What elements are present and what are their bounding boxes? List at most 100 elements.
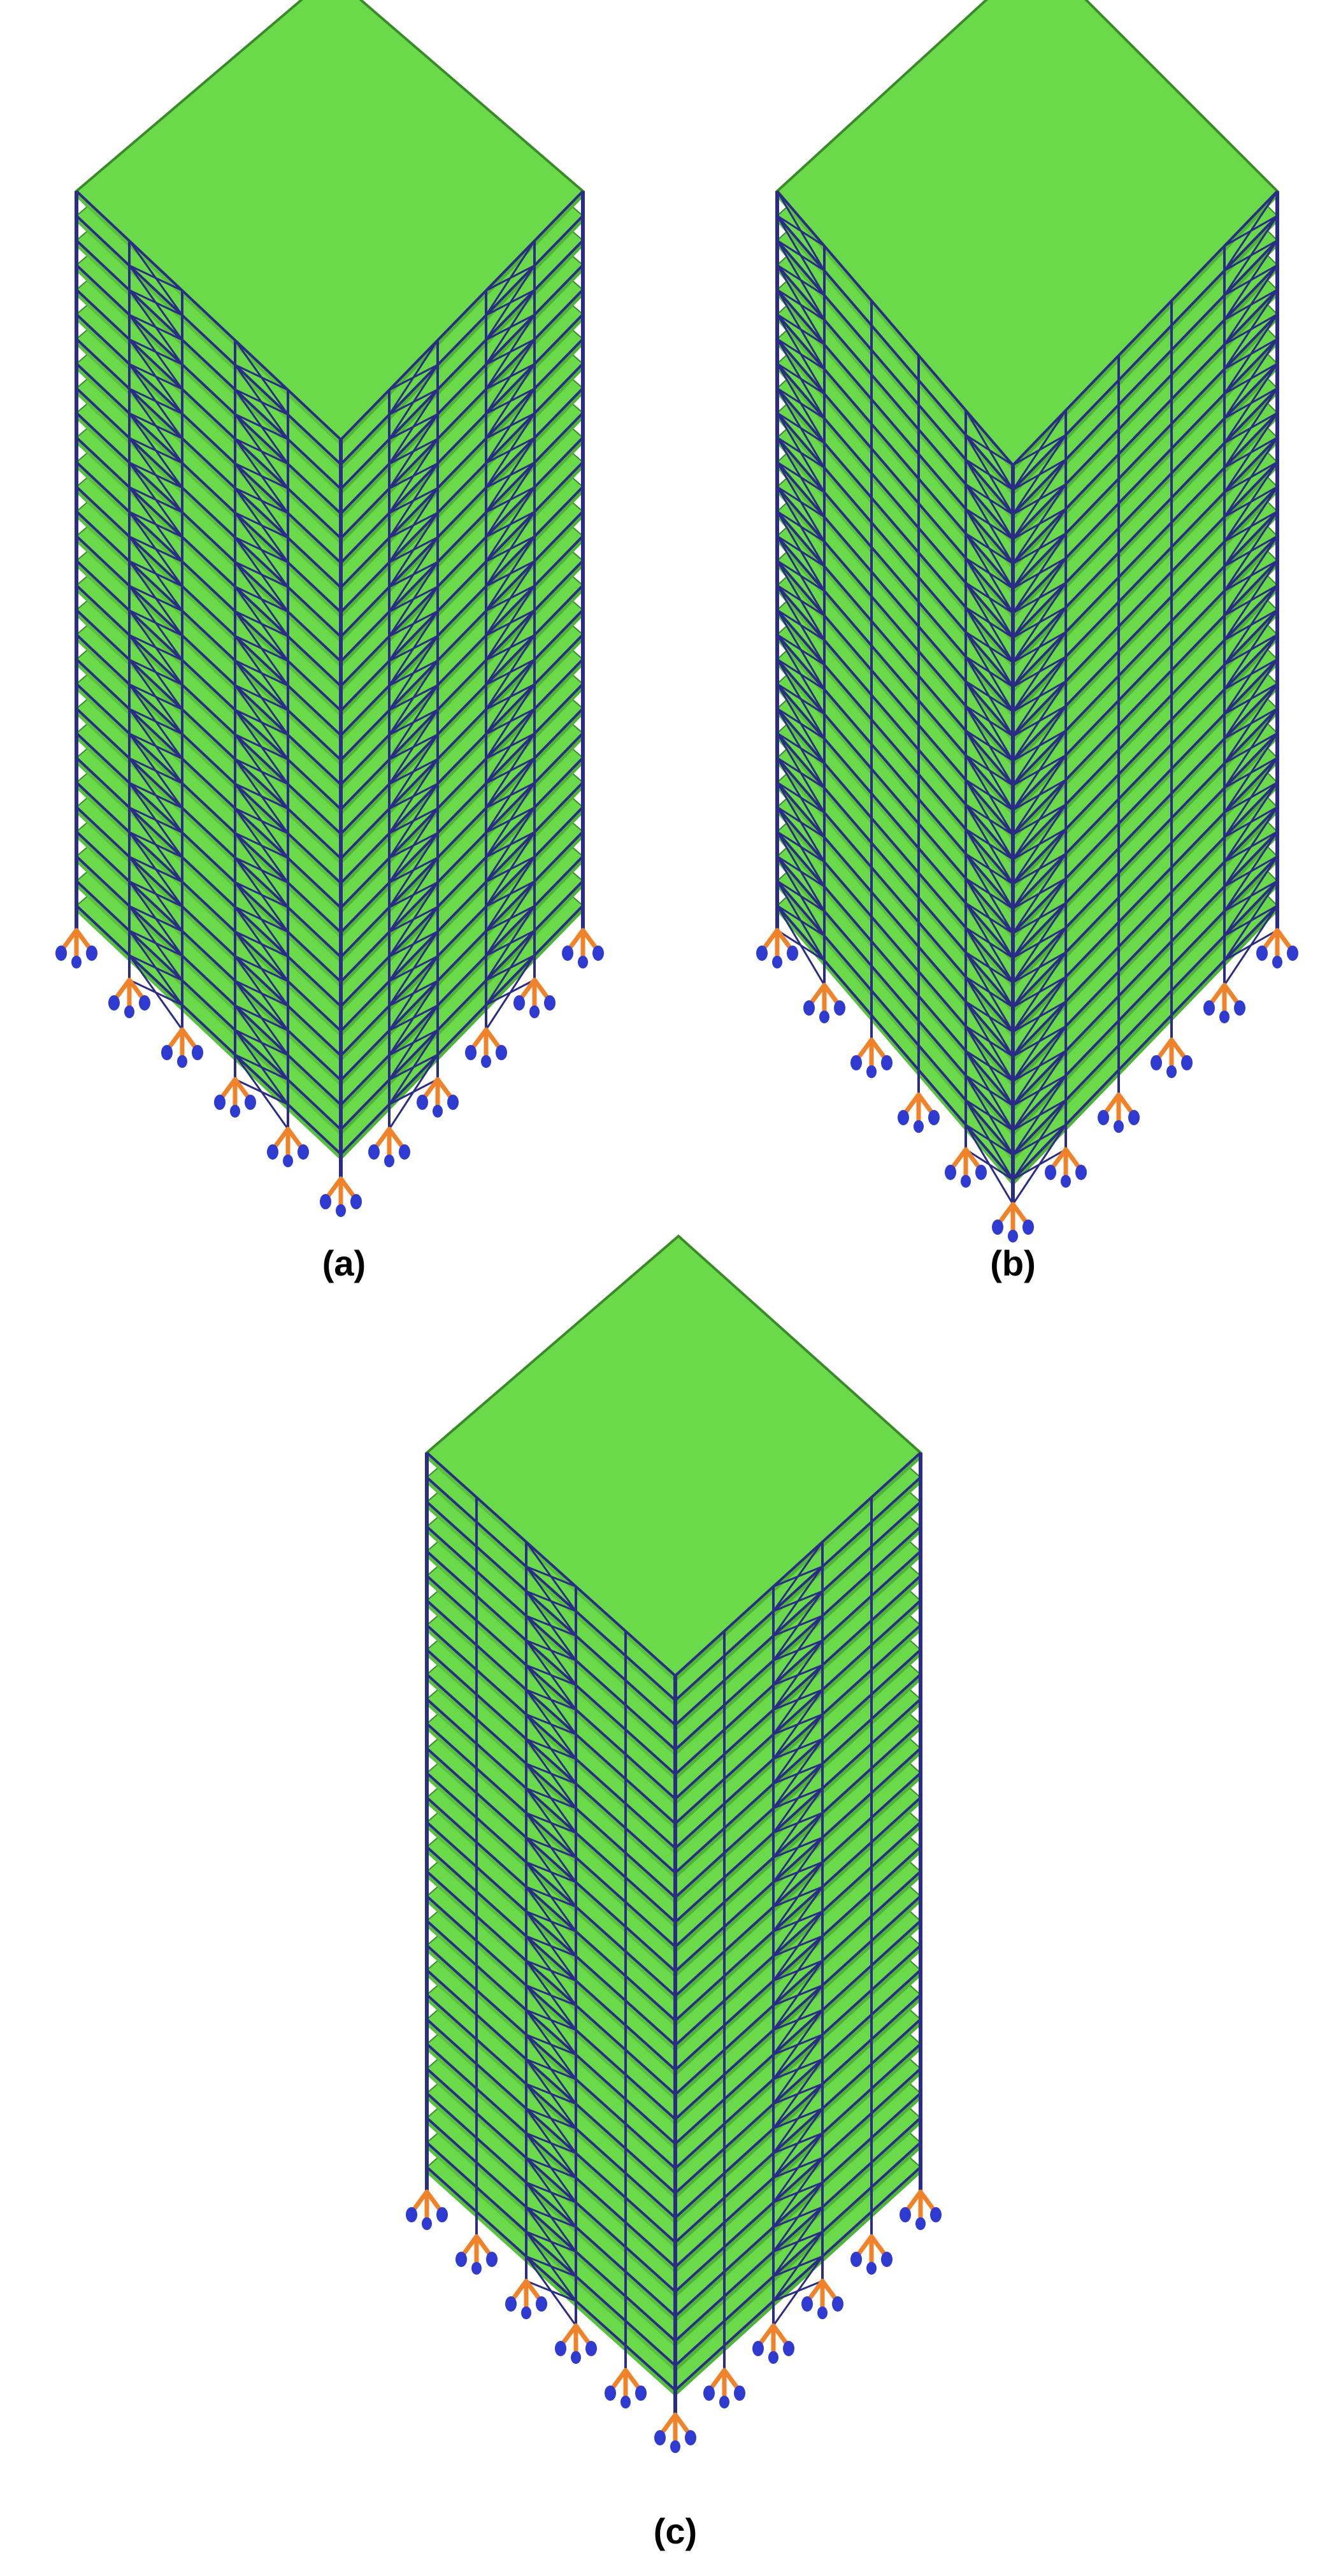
floor-beam xyxy=(75,559,584,811)
brace xyxy=(1012,680,1066,712)
brace xyxy=(485,264,535,292)
brace xyxy=(1224,757,1278,789)
brace xyxy=(776,191,826,271)
brace xyxy=(128,585,183,661)
brace xyxy=(965,582,1014,663)
brace xyxy=(525,1763,577,1834)
floor-beam xyxy=(426,1969,922,2195)
brace xyxy=(525,1837,577,1908)
brace xyxy=(525,1886,577,1957)
brace xyxy=(128,954,183,1030)
floor-beam xyxy=(75,289,584,540)
brace xyxy=(234,684,289,760)
brace xyxy=(128,733,183,809)
brace xyxy=(1224,289,1278,321)
panel-a-building-model xyxy=(55,0,604,1217)
brace xyxy=(389,684,438,711)
brace xyxy=(485,782,535,809)
fixed-support-icon xyxy=(801,2278,843,2319)
brace xyxy=(776,806,826,888)
brace xyxy=(965,779,1014,860)
floor-beam xyxy=(75,412,584,663)
brace xyxy=(965,1124,1014,1205)
brace xyxy=(1224,486,1278,518)
brace xyxy=(1012,483,1066,515)
floor-beam xyxy=(75,904,584,1156)
brace xyxy=(485,412,535,440)
brace xyxy=(773,1811,823,1834)
brace xyxy=(525,1565,577,1637)
floor-beam xyxy=(75,215,584,466)
brace xyxy=(1012,828,1066,860)
brace xyxy=(773,2083,823,2105)
brace xyxy=(525,2256,577,2326)
brace xyxy=(128,486,183,563)
brace xyxy=(1012,1124,1066,1156)
brace xyxy=(776,732,826,814)
brace xyxy=(389,709,438,736)
brace xyxy=(965,705,1014,786)
brace xyxy=(389,610,438,637)
brace xyxy=(128,536,183,612)
brace xyxy=(389,758,438,785)
brace xyxy=(1012,656,1066,688)
brace xyxy=(128,560,183,637)
brace xyxy=(1224,929,1278,961)
brace xyxy=(1224,559,1278,592)
brace xyxy=(965,558,1014,638)
brace xyxy=(965,1099,1014,1181)
brace xyxy=(1224,781,1278,814)
brace xyxy=(128,856,183,932)
brace xyxy=(485,708,535,735)
brace xyxy=(1224,633,1278,666)
brace xyxy=(1012,1050,1066,1082)
floor-beam xyxy=(75,633,584,885)
brace xyxy=(773,1565,823,1588)
floor-beam xyxy=(75,584,584,836)
floor-beam xyxy=(75,190,584,442)
brace xyxy=(128,930,183,1006)
fixed-support-icon xyxy=(562,928,604,968)
brace xyxy=(776,215,826,296)
brace xyxy=(525,2108,577,2178)
brace xyxy=(389,1004,438,1032)
floor-beam xyxy=(75,338,584,589)
brace xyxy=(525,1787,577,1859)
fixed-support-icon xyxy=(214,1077,256,1118)
brace xyxy=(1012,1099,1066,1132)
floor-beam xyxy=(426,2092,922,2318)
brace xyxy=(1224,831,1278,863)
brace xyxy=(773,2107,823,2130)
brace xyxy=(1224,584,1278,617)
fixed-support-icon xyxy=(898,1092,940,1133)
brace xyxy=(1012,1000,1066,1033)
brace xyxy=(389,955,438,982)
floor-beam xyxy=(426,1920,922,2146)
brace xyxy=(965,976,1014,1057)
brace xyxy=(389,1054,438,1081)
brace xyxy=(234,414,289,489)
brace xyxy=(485,930,535,957)
brace xyxy=(525,1615,577,1686)
fixed-support-icon xyxy=(417,1077,459,1118)
fixed-support-icon xyxy=(703,2368,745,2408)
floor-beam xyxy=(776,436,1279,714)
brace xyxy=(485,757,535,784)
fixed-support-icon xyxy=(850,1037,893,1078)
brace xyxy=(776,461,826,542)
brace xyxy=(525,1960,577,2031)
brace xyxy=(1224,338,1278,370)
floor-beam xyxy=(776,584,1279,861)
brace xyxy=(776,683,826,764)
brace xyxy=(776,609,826,690)
brace xyxy=(776,510,826,592)
brace xyxy=(773,1787,823,1810)
fixed-support-icon xyxy=(513,977,556,1018)
brace xyxy=(234,1029,289,1105)
brace xyxy=(773,2058,823,2080)
floor-beam xyxy=(776,510,1279,788)
brace xyxy=(234,807,289,884)
fixed-support-icon xyxy=(161,1027,203,1068)
floor-beam xyxy=(426,1476,922,1702)
